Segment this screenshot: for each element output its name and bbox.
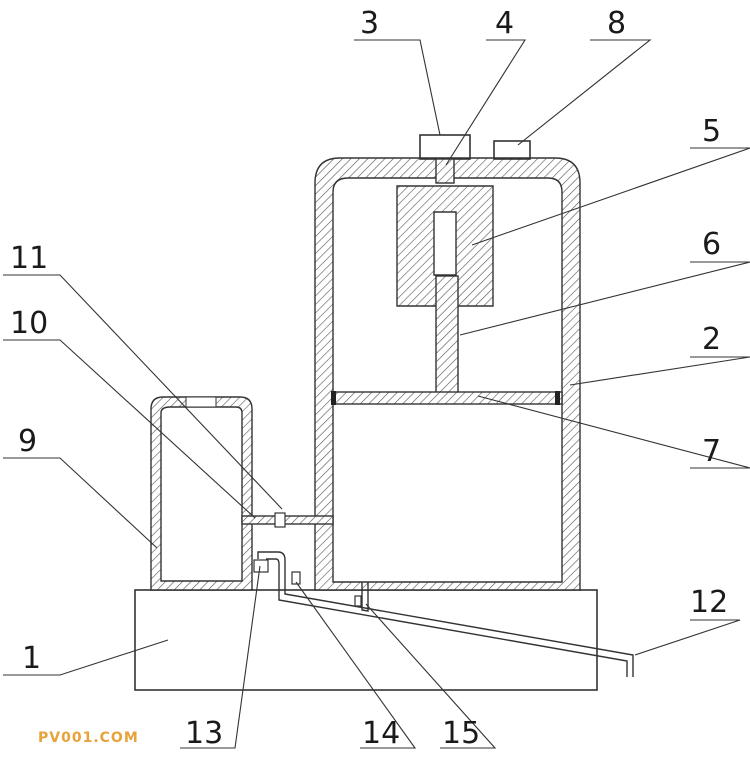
small-container-wall xyxy=(150,396,253,591)
connector-pipe xyxy=(241,515,334,525)
seal-right xyxy=(555,391,560,405)
label-2: 2 xyxy=(702,322,721,357)
watermark: PV001.COM xyxy=(38,730,139,746)
drain-pipe-left xyxy=(257,551,634,677)
label-6: 6 xyxy=(702,227,721,262)
leader-lines xyxy=(3,39,750,749)
label-14: 14 xyxy=(362,716,400,751)
seal-left xyxy=(331,391,336,405)
drain-pipe-right xyxy=(361,582,369,612)
main-tank-wall xyxy=(314,157,581,591)
rod xyxy=(435,275,459,395)
label-8: 8 xyxy=(607,6,626,41)
label-4: 4 xyxy=(495,6,514,41)
weight-block xyxy=(396,185,494,307)
label-1: 1 xyxy=(22,641,41,676)
joint-14 xyxy=(291,571,301,585)
label-5: 5 xyxy=(702,114,721,149)
label-3: 3 xyxy=(360,6,379,41)
part-labels: 3 4 8 5 6 2 7 11 10 9 1 12 13 14 15 xyxy=(10,6,728,751)
label-10: 10 xyxy=(10,306,48,341)
label-11: 11 xyxy=(10,241,48,276)
top-port xyxy=(493,140,531,160)
joint-13 xyxy=(253,559,269,573)
drain-pipe-left-inner xyxy=(266,558,628,677)
joint-15 xyxy=(354,595,362,607)
label-7: 7 xyxy=(702,434,721,469)
valve xyxy=(274,512,286,528)
label-13: 13 xyxy=(185,716,223,751)
label-9: 9 xyxy=(18,424,37,459)
label-15: 15 xyxy=(442,716,480,751)
stem xyxy=(435,158,455,184)
label-12: 12 xyxy=(690,585,728,620)
base-block xyxy=(134,589,598,691)
small-container-slot xyxy=(185,396,217,408)
piston-plate xyxy=(332,391,563,405)
